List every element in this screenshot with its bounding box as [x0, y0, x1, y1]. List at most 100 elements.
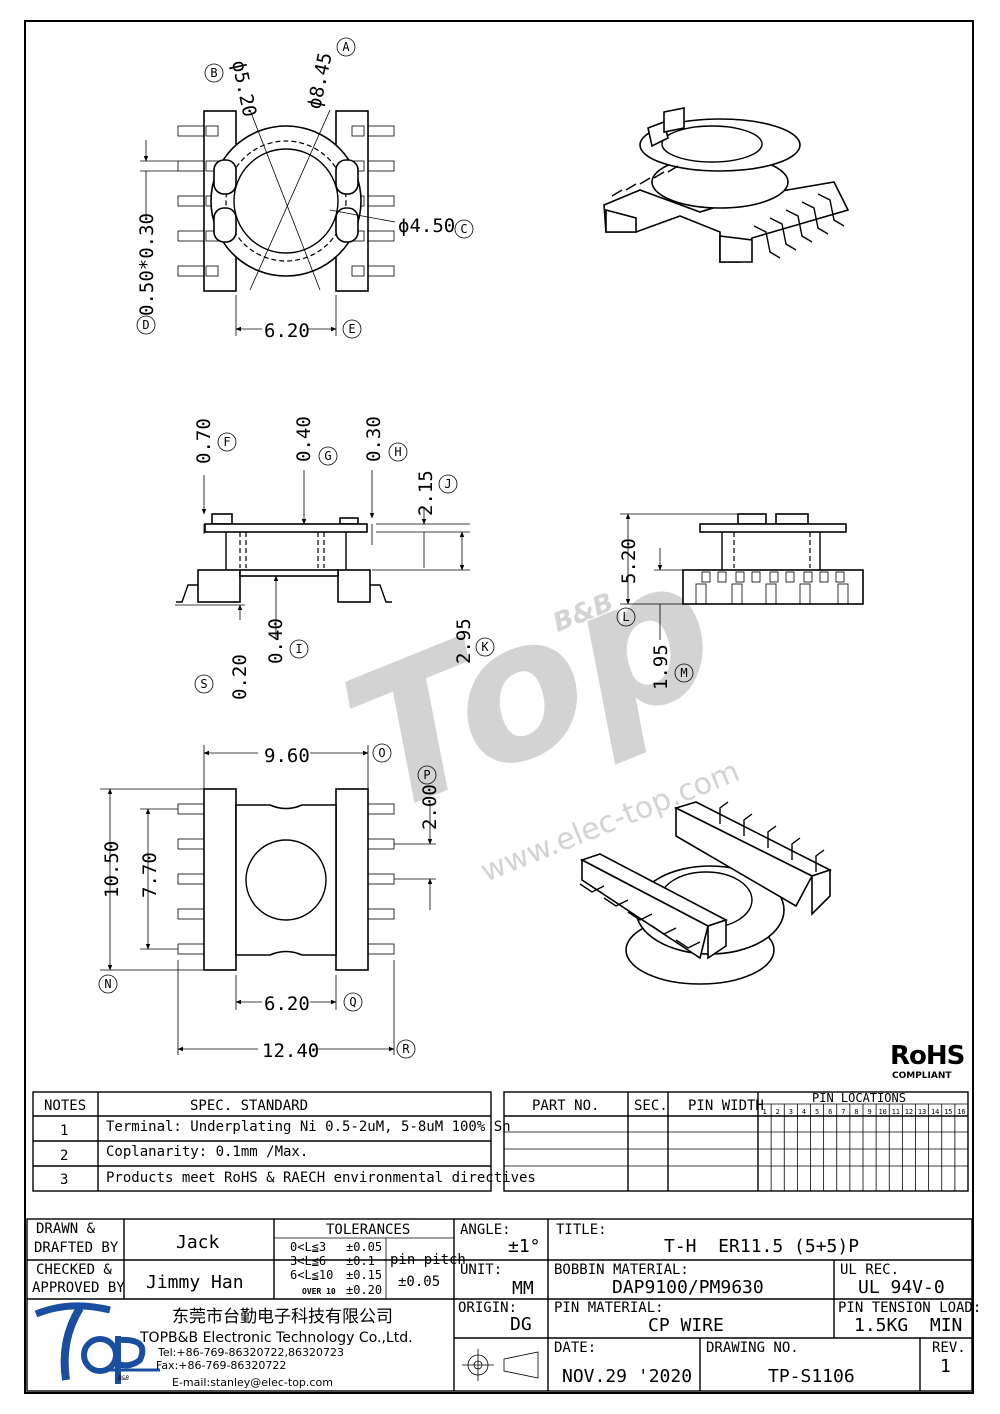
bobbin-label: BOBBIN MATERIAL:: [554, 1262, 689, 1278]
bottom-view: [100, 745, 436, 1055]
dim-k-value: 2.95: [453, 618, 475, 664]
pin-location-label: 3: [789, 1108, 793, 1116]
circle-marker-labels: A B C D E F G H J I S K L M O P N Q R: [104, 40, 687, 1056]
tolerances-label: TOLERANCES: [326, 1222, 410, 1238]
dim-l-value: 5.20: [618, 538, 640, 584]
title-label: TITLE:: [556, 1222, 607, 1238]
note-1-no: 1: [60, 1123, 68, 1139]
dim-m-value: 1.95: [650, 644, 672, 690]
marker-s: S: [200, 677, 207, 691]
checked-label-1: CHECKED &: [36, 1262, 112, 1278]
iso-view-top: [603, 107, 850, 263]
tol-val-1: ±0.05: [346, 1240, 382, 1254]
spec-header: SPEC. STANDARD: [190, 1098, 308, 1114]
pin-location-label: 10: [878, 1108, 886, 1116]
pin-location-label: 1: [762, 1108, 766, 1116]
note-1-text: Terminal: Underplating Ni 0.5-2uM, 5-8uM…: [106, 1119, 511, 1135]
pin-location-label: 13: [918, 1108, 926, 1116]
company-fax: Fax:+86-769-86320722: [156, 1359, 286, 1372]
drawn-label-2: DRAFTED BY: [34, 1240, 119, 1256]
marker-d: D: [142, 318, 149, 332]
marker-c: C: [460, 222, 467, 236]
note-2-text: Coplanarity: 0.1mm /Max.: [106, 1144, 308, 1160]
pin-locations-header: PIN LOCATIONS: [812, 1091, 906, 1105]
marker-n: N: [104, 977, 111, 991]
pin-location-label: 14: [931, 1108, 939, 1116]
title-block: [26, 1218, 973, 1392]
marker-g: G: [324, 449, 331, 463]
pin-location-label: 6: [828, 1108, 832, 1116]
tension-value: 1.5KG MIN: [854, 1315, 962, 1336]
bobbin-value: DAP9100/PM9630: [612, 1277, 764, 1298]
dim-j-value: 2.15: [415, 470, 437, 516]
tol-range-1: 0<L≦3: [290, 1240, 326, 1254]
drawn-value: Jack: [176, 1232, 220, 1253]
pin-location-label: 2: [776, 1108, 780, 1116]
marker-h: H: [394, 445, 401, 459]
company-cn: 东莞市台勤电子科技有限公司: [172, 1307, 393, 1327]
note-3-text: Products meet RoHS & RAECH environmental…: [106, 1170, 536, 1186]
tol-range-4: OVER 10: [302, 1287, 336, 1296]
sheet-border: [24, 20, 974, 1394]
pin-location-label: 4: [802, 1108, 806, 1116]
tol-val-4: ±0.20: [346, 1283, 382, 1297]
rohs-mark: RoHS: [890, 1041, 964, 1071]
circle-markers: [98, 37, 694, 1059]
dim-h-value: 0.30: [363, 416, 385, 462]
dim-g-value: 0.40: [293, 416, 315, 462]
pin-material-label: PIN MATERIAL:: [554, 1300, 664, 1316]
notes-header: NOTES: [44, 1098, 86, 1114]
pin-location-label: 9: [867, 1108, 871, 1116]
side-view-right: [620, 513, 864, 640]
marker-o: O: [378, 746, 385, 760]
dim-i-value: 0.40: [265, 618, 287, 664]
marker-l: L: [622, 610, 629, 624]
angle-label: ANGLE:: [460, 1222, 511, 1238]
ul-label: UL REC.: [840, 1262, 899, 1278]
company-en: TOPB&B Electronic Technology Co.,Ltd.: [139, 1330, 413, 1346]
angle-value: ±1°: [508, 1236, 541, 1257]
marker-b: B: [210, 66, 217, 80]
marker-m: M: [680, 666, 687, 680]
marker-p: P: [423, 768, 430, 782]
dim-o-value: 9.60: [264, 745, 310, 767]
unit-label: UNIT:: [460, 1262, 502, 1278]
drawing-value: TP-S1106: [768, 1366, 855, 1387]
company-logo: [34, 1302, 160, 1384]
tol-val-2: ±0.1: [346, 1254, 375, 1268]
logo-sub: B&B: [118, 1375, 129, 1382]
rev-value: 1: [940, 1356, 951, 1377]
title-value: T-H ER11.5 (5+5)P: [664, 1236, 859, 1257]
marker-f: F: [223, 435, 230, 449]
tension-label: PIN TENSION LOAD:: [838, 1300, 981, 1316]
dim-q-value: 6.20: [264, 993, 310, 1015]
marker-r: R: [402, 1042, 410, 1056]
tol-range-3: 6<L≦10: [290, 1268, 333, 1282]
iso-view-bottom: [579, 801, 833, 985]
dim-a-value: ϕ8.45: [303, 51, 336, 112]
dim-e-value: 6.20: [264, 320, 310, 342]
note-2-no: 2: [60, 1148, 68, 1164]
tol-val-3: ±0.15: [346, 1268, 382, 1282]
dim-p-value: 2.00: [419, 784, 441, 830]
marker-j: J: [444, 477, 451, 491]
origin-label: ORIGIN:: [458, 1300, 517, 1316]
dim-n2-value: 7.70: [139, 852, 161, 898]
rev-label: REV.: [932, 1340, 966, 1356]
dim-b-value: ϕ5.20: [227, 58, 260, 119]
pin-material-value: CP WIRE: [648, 1315, 724, 1336]
date-value: NOV.29 '2020: [562, 1366, 692, 1387]
pin-location-label: 16: [957, 1108, 965, 1116]
dim-r-value: 12.40: [262, 1040, 319, 1062]
tol-range-2: 3<L≦6: [290, 1254, 326, 1268]
origin-value: DG: [510, 1314, 532, 1335]
pin-location-label: 12: [905, 1108, 913, 1116]
note-3-no: 3: [60, 1172, 68, 1188]
rohs-compliant: COMPLIANT: [892, 1071, 952, 1081]
date-label: DATE:: [554, 1340, 596, 1356]
top-view: [140, 109, 396, 336]
checked-value: Jimmy Han: [146, 1272, 244, 1293]
marker-e: E: [348, 322, 355, 336]
company-tel: Tel:+86-769-86320722,86320723: [157, 1346, 344, 1359]
